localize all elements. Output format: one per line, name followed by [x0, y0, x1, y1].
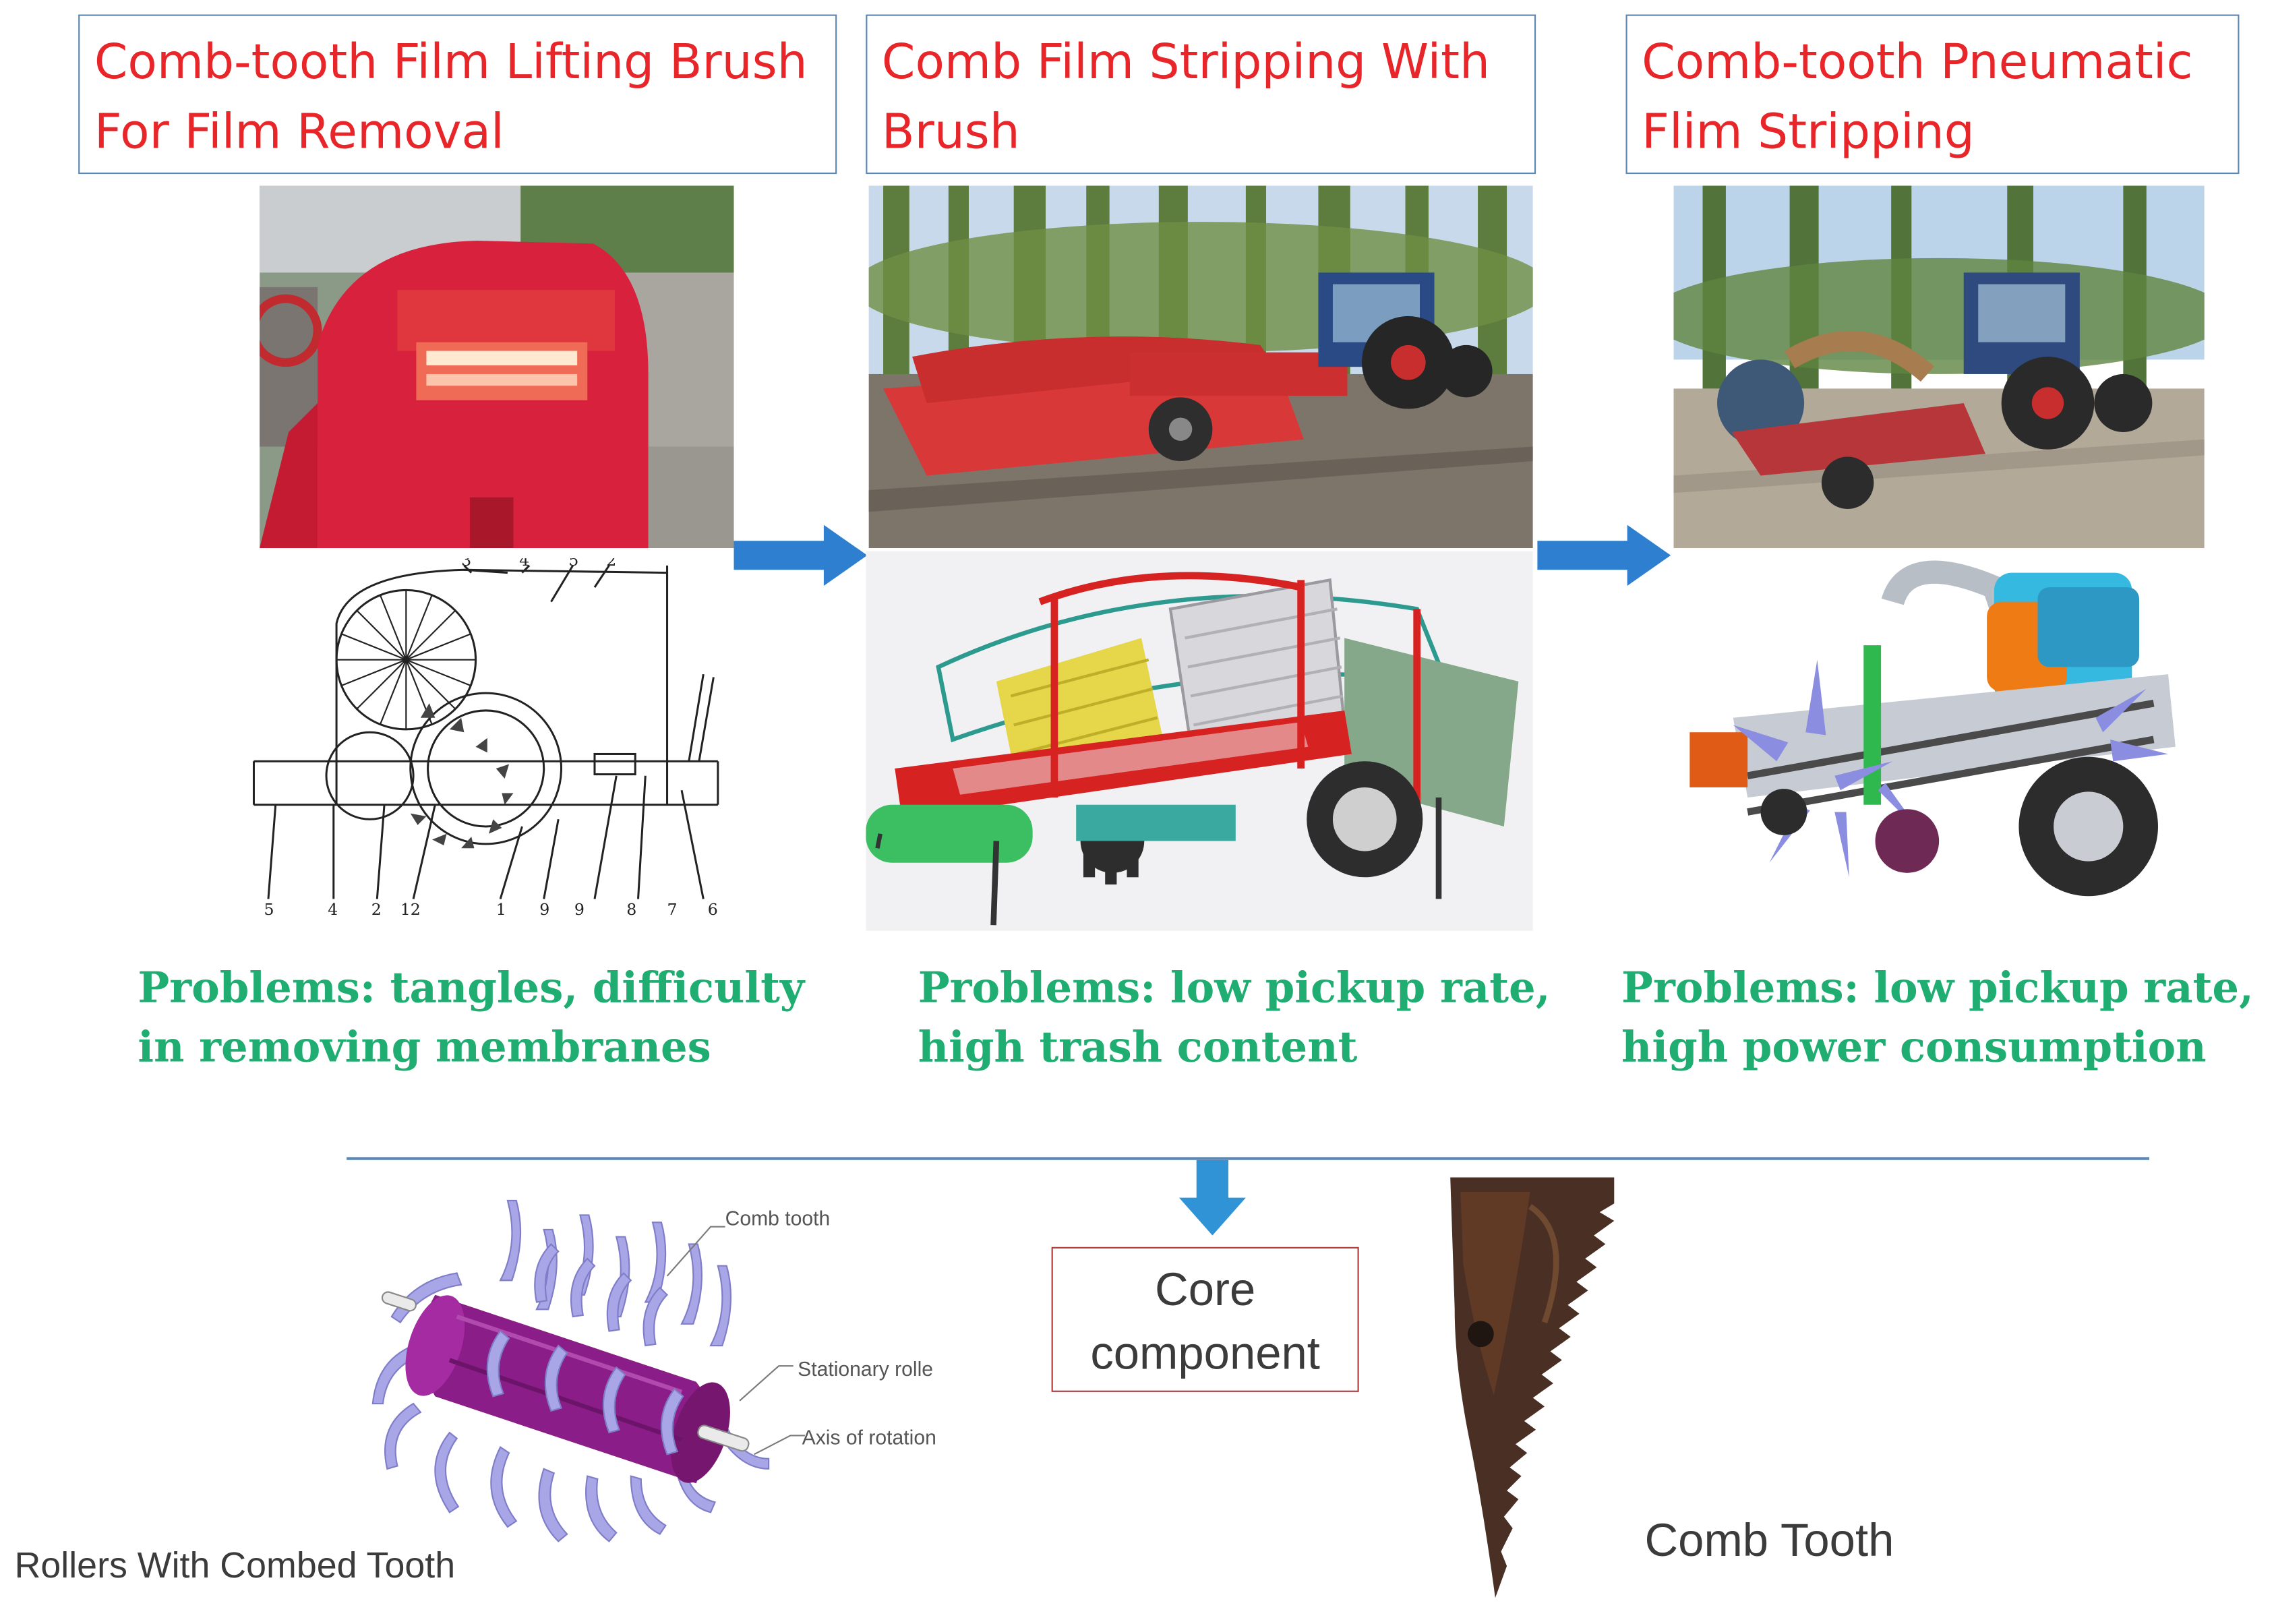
stage1-drawing-number: 9 [574, 900, 585, 919]
stage2-title-line1: Comb Film Stripping With [881, 33, 1491, 90]
stage2-problem-line2: high trash content [918, 1022, 1358, 1072]
comb-tooth-photo [1450, 1177, 1615, 1598]
arrow-right-icon [1537, 524, 1671, 586]
stage1-title-line1: Comb-tooth Film Lifting Brush [94, 33, 808, 90]
stage2-tractor-photo [868, 185, 1533, 549]
stage3-title-box: Comb-tooth Pneumatic Flim Stripping [1625, 14, 2240, 175]
stage3-cad-render [1689, 558, 2205, 913]
stationary-roller-callout: Stationary rolle [798, 1357, 934, 1381]
axis-of-rotation-callout: Axis of rotation [802, 1425, 936, 1449]
stage1-drawing-number: 6 [708, 900, 718, 919]
stage1-problem-line2: in removing membranes [138, 1022, 711, 1072]
stage3-title-line1: Comb-tooth Pneumatic [1642, 33, 2193, 90]
stage3-tractor-photo [1673, 185, 2205, 549]
core-component-label: Core component [1090, 1263, 1320, 1379]
comb-tooth-caption: Comb Tooth [1644, 1513, 1894, 1566]
roller-caption: Rollers With Combed Tooth [14, 1545, 456, 1587]
stage1-drawing-number: 4 [328, 900, 338, 919]
stage1-drawing-number: 12 [400, 900, 421, 919]
stage1-drawing-number: 8 [626, 900, 636, 919]
stage2-title-line2: Brush [881, 102, 1020, 160]
stage1-drawing-number: 7 [667, 900, 678, 919]
stage1-machine-photo [260, 185, 734, 549]
stage1-drawing-number: 5 [568, 558, 578, 570]
comb-tooth-callout: Comb tooth [725, 1206, 831, 1230]
stage3-title-line2: Flim Stripping [1642, 102, 1975, 160]
stage1-title-line2: For Film Removal [94, 102, 504, 160]
stage2-title-box: Comb Film Stripping With Brush [866, 14, 1536, 175]
stage2-problem-line1: Problems: low pickup rate, [918, 963, 1551, 1013]
stage1-drawing-number: 2 [606, 558, 616, 570]
core-component-box: Core component [1051, 1246, 1359, 1392]
stage1-problem-line1: Problems: tangles, difficulty [138, 963, 805, 1013]
comb-roller-render [371, 1199, 805, 1542]
arrow-right-icon [734, 524, 868, 586]
stage1-title-box: Comb-tooth Film Lifting Brush For Film R… [78, 14, 837, 175]
stage2-cad-render [866, 551, 1533, 931]
stage1-drawing-number: 9 [539, 900, 549, 919]
stage3-problem-line1: Problems: low pickup rate, [1621, 963, 2254, 1013]
stage1-drawing-number: 4 [519, 558, 529, 570]
stage1-drawing-number: 1 [496, 900, 506, 919]
stage3-problem-line2: high power consumption [1621, 1022, 2207, 1072]
stage1-drawing-number: 5 [264, 900, 274, 919]
arrow-down-icon [1178, 1160, 1246, 1236]
stage1-drawing-number: 3 [461, 558, 471, 570]
stage1-drawing-number: 2 [371, 900, 382, 919]
stage1-line-drawing: 3 4 5 2 5 4 2 12 1 9 9 8 7 6 [252, 558, 719, 919]
section-divider [347, 1157, 2150, 1160]
